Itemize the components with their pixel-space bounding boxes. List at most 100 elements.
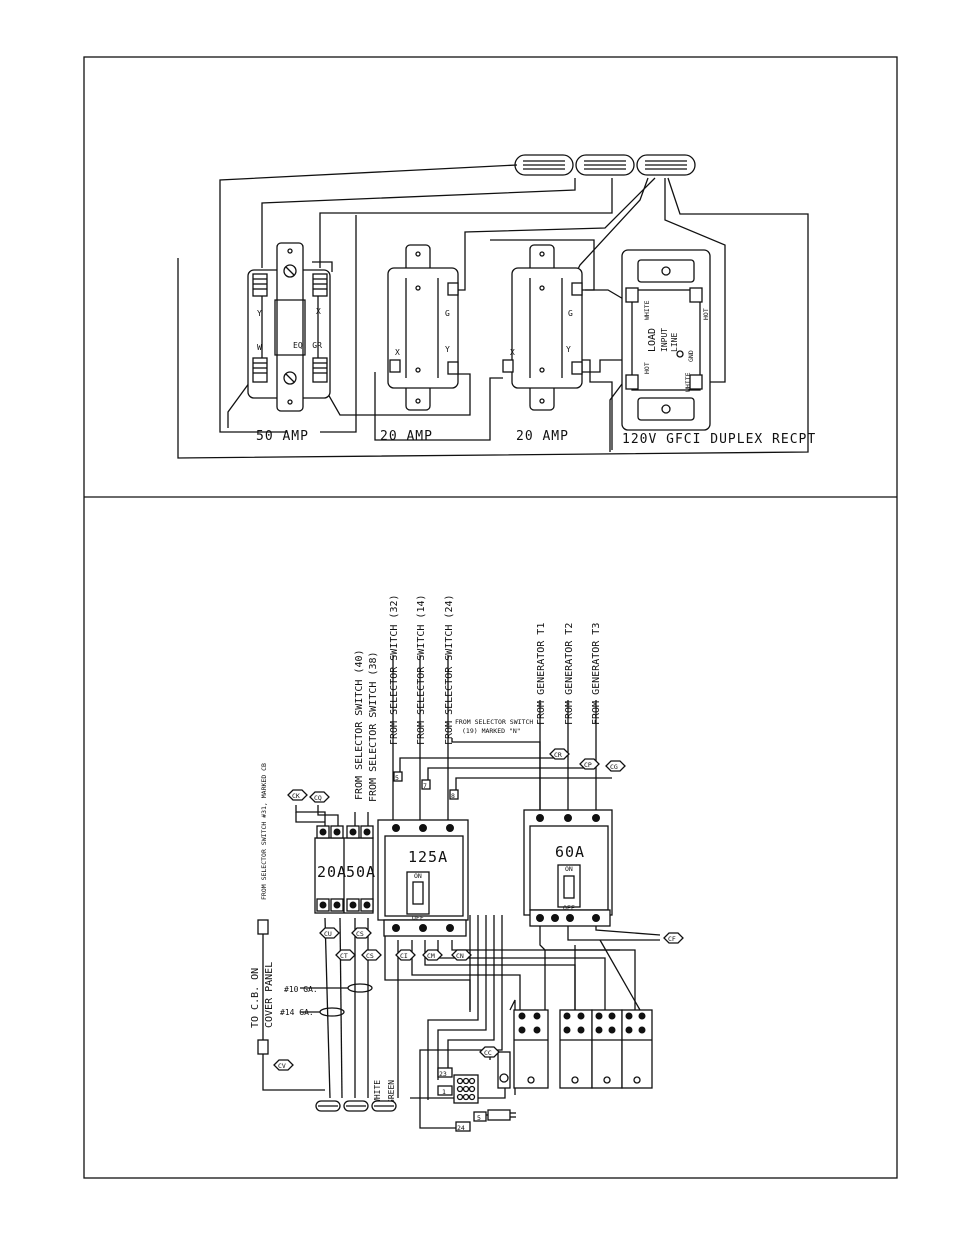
terminal-label: EQ. GR: [293, 341, 322, 350]
wire-label: TO C.B. ON: [250, 968, 261, 1028]
callout-ck: CK: [287, 789, 308, 801]
terminal-label: X: [395, 348, 400, 357]
callout-label: CF: [668, 935, 676, 943]
callout-cg: CG: [605, 760, 626, 772]
callout-cv: CV: [273, 1059, 294, 1071]
tag-label: 7: [423, 782, 427, 790]
tag-label: 8: [451, 792, 455, 800]
tag-label: 1: [442, 1088, 446, 1096]
callout-label: CS: [356, 930, 364, 938]
callout-cq: CQ: [309, 791, 330, 803]
wire-label: FROM SELECTOR SWITCH #31, MARKED CB: [260, 763, 268, 900]
receptacle-50-amp: Y X W EQ. GR: [247, 242, 331, 412]
terminal-block: [559, 1009, 593, 1089]
wire-connector: [257, 919, 269, 935]
callout-cs: CS: [351, 927, 372, 939]
wire-label: WHITE: [373, 1080, 382, 1104]
label-gfci: 120V GFCI DUPLEX RECPT: [622, 432, 816, 447]
terminal-label: X: [510, 348, 515, 357]
switch-off-label: OFF: [412, 914, 424, 922]
wire-tag: 24: [455, 1121, 471, 1132]
wire-label: #10 GA.: [284, 985, 318, 994]
wire-label: FROM SELECTOR SWITCH (40): [354, 649, 365, 800]
tag-label: 5: [477, 1114, 481, 1122]
wire-tag: 5: [393, 771, 403, 782]
switch-on-label: ON: [565, 865, 573, 873]
label-20-amp: 20 AMP: [380, 429, 433, 444]
breaker-20a-50a: 20A 50A: [314, 825, 376, 914]
grommet: [514, 154, 574, 176]
callout-label: CR: [554, 751, 562, 759]
wire-connector: [257, 1039, 269, 1055]
breaker-60a: 60A ON OFF: [523, 809, 613, 927]
callout-cc: CC: [479, 1046, 500, 1058]
wire-label: (19) MARKED "N": [462, 727, 521, 735]
terminal-label: WHITE: [684, 372, 692, 392]
callout-label: CC: [484, 1049, 492, 1057]
breaker-125a: 125A ON OFF: [377, 819, 469, 937]
callout-cs: CS: [361, 949, 382, 961]
terminal-label: Y: [257, 309, 262, 318]
wire-label: FROM GENERATOR T2: [564, 623, 575, 725]
terminal-strip: [453, 1074, 479, 1104]
callout-label: CG: [610, 763, 618, 771]
callout-cu: CU: [319, 927, 340, 939]
wire-tag: 23: [437, 1067, 453, 1078]
terminal-label: LOAD: [647, 328, 658, 352]
switch-on-label: ON: [414, 872, 422, 880]
callout-label: CV: [278, 1062, 286, 1070]
grommet: [343, 1100, 369, 1112]
callout-ct: CT: [335, 949, 356, 961]
terminal-label: LINE: [670, 333, 679, 352]
callout-label: CT: [340, 952, 348, 960]
callout-cr: CR: [549, 748, 570, 760]
wire-label: #14 GA.: [280, 1008, 314, 1017]
breaker-rating: 50A: [346, 863, 376, 881]
wire-label: FROM SELECTOR SWITCH (24): [444, 594, 455, 745]
terminal-label: X: [316, 307, 321, 316]
terminal-block: [513, 1009, 549, 1089]
receptacle-wiring-diagram: Y X W EQ. GR G X Y: [177, 154, 816, 459]
callout-label: CS: [366, 952, 374, 960]
callout-label: CQ: [314, 794, 322, 802]
wire-label: FROM SELECTOR SWITCH (32): [389, 594, 400, 745]
grommet: [315, 1100, 341, 1112]
grommet: [575, 154, 635, 176]
terminal-block: [591, 1009, 623, 1089]
label-20-amp: 20 AMP: [516, 429, 569, 444]
terminal-label: WHITE: [643, 300, 651, 320]
grommet: [636, 154, 696, 176]
callout-cn: CN: [451, 949, 472, 961]
terminal-label: Y: [445, 345, 450, 354]
terminal-label: G: [568, 309, 573, 318]
receptacle-20-amp-2: G X Y: [502, 244, 583, 411]
wire-label: FROM SELECTOR SWITCH (38): [368, 651, 379, 802]
wire-tag: 1: [437, 1085, 453, 1096]
callout-label: CM: [427, 952, 435, 960]
wire-label: FROM GENERATOR T3: [591, 623, 602, 725]
grommet: [371, 1100, 397, 1112]
breaker-panel-wiring-diagram: FROM SELECTOR SWITCH (40) FROM SELECTOR …: [250, 594, 684, 1132]
terminal-label: HOT: [702, 308, 710, 320]
terminal-label: GND: [687, 350, 695, 362]
callout-label: CU: [324, 930, 332, 938]
wire-tag: 8: [449, 789, 459, 800]
wire-label: COVER PANEL: [264, 962, 275, 1028]
top-wiring: [177, 164, 809, 459]
terminal-block: [621, 1009, 653, 1089]
terminal-label: INPUT: [660, 328, 669, 352]
callout-label: CN: [456, 952, 464, 960]
terminal-label: HOT: [643, 362, 651, 374]
wire-label: FROM SELECTOR SWITCH (14): [416, 594, 427, 745]
breaker-rating: 60A: [555, 843, 585, 861]
terminal-label: G: [445, 309, 450, 318]
terminal-label: Y: [566, 345, 571, 354]
terminal-label: W: [257, 343, 262, 352]
tag-label: 23: [439, 1070, 447, 1078]
callout-label: CK: [292, 792, 300, 800]
page-frame: [83, 56, 898, 1179]
plug-connector: [487, 1109, 511, 1121]
label-50-amp: 50 AMP: [256, 429, 309, 444]
